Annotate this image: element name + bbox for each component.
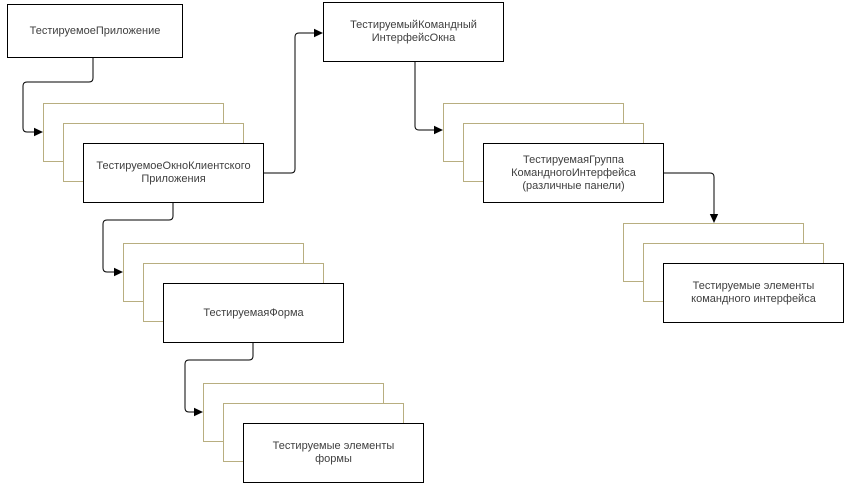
connector-client-app-window-to-window-command-interface [264, 32, 315, 174]
node-form: ТестируемаяФорма [163, 283, 344, 343]
arrowhead-form-to-form-elements [194, 407, 203, 417]
node-client-app-window: ТестируемоеОкноКлиентского Приложения [83, 143, 264, 203]
node-command-interface-elements-label: Тестируемые элементы командного интерфей… [691, 280, 816, 305]
node-form-label: ТестируемаяФорма [203, 306, 304, 319]
node-form-elements-label: Тестируемые элементы формы [272, 440, 395, 465]
arrowhead-command-interface-group-to-elements [709, 214, 719, 223]
connector-command-interface-group-to-elements [664, 172, 715, 214]
node-app: ТестируемоеПриложение [7, 4, 183, 58]
arrowhead-window-command-interface-to-command-interface-group [434, 125, 443, 135]
arrowhead-client-app-window-to-window-command-interface [314, 28, 323, 38]
arrowhead-app-to-client-app-window [34, 127, 43, 137]
node-client-app-window-label: ТестируемоеОкноКлиентского Приложения [96, 160, 251, 185]
connector-window-command-interface-to-command-interface-group [414, 62, 435, 131]
node-command-interface-elements: Тестируемые элементы командного интерфей… [663, 263, 844, 323]
node-command-interface-group: ТестируемаяГруппа КомандногоИнтерфейса (… [483, 143, 664, 203]
node-window-command-interface-label: ТестируемыйКомандный ИнтерфейсОкна [350, 19, 477, 44]
node-command-interface-group-label: ТестируемаяГруппа КомандногоИнтерфейса (… [511, 153, 636, 192]
arrowhead-client-app-window-to-form [114, 267, 123, 277]
node-app-label: ТестируемоеПриложение [29, 24, 161, 37]
node-window-command-interface: ТестируемыйКомандный ИнтерфейсОкна [323, 2, 504, 62]
node-form-elements: Тестируемые элементы формы [243, 423, 424, 483]
